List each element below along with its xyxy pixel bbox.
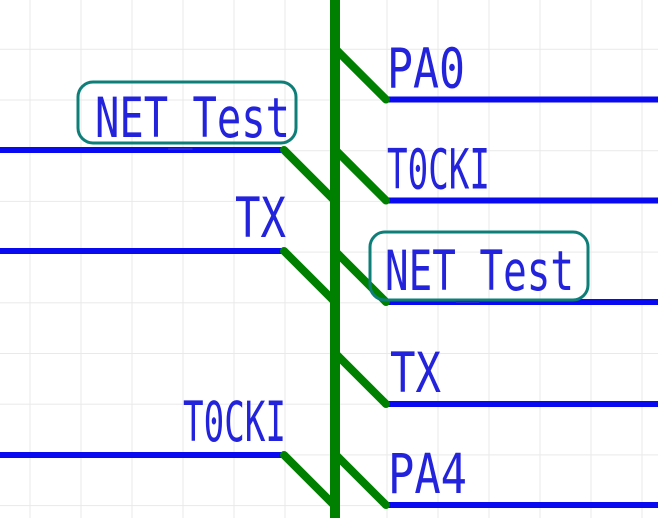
bus-entry-right-net-test[interactable] [332,248,390,306]
net-label-left-net-test[interactable]: NET_Test [95,86,290,150]
bus-entry-left-t0cki[interactable] [280,451,338,509]
bus-entry-right-tx[interactable] [332,350,390,408]
net-label-right-pa4[interactable]: PA4 [388,442,467,506]
bus-entry-right-t0cki[interactable] [332,146,390,205]
bus-entry-right-pa0[interactable] [332,45,390,104]
wires-left [0,147,285,458]
bus-entry-left-tx[interactable] [280,247,338,305]
net-label-right-net-test[interactable]: NET_Test [385,239,574,303]
selection-highlight-left [76,80,298,145]
net-label-left-t0cki[interactable]: T0CKI [183,390,286,454]
net-label-right-pa0[interactable]: PA0 [387,37,465,101]
selection-highlight-right [368,230,590,302]
net-label-right-tx[interactable]: TX [390,341,441,405]
bus-entries [280,45,390,509]
wires-right [385,96,658,508]
bus-entry-right-pa4[interactable] [332,451,390,509]
net-label-right-t0cki[interactable]: T0CKI [387,138,490,202]
bus-entry-left-net-test[interactable] [280,146,338,204]
net-label-left-tx[interactable]: TX [235,186,286,250]
